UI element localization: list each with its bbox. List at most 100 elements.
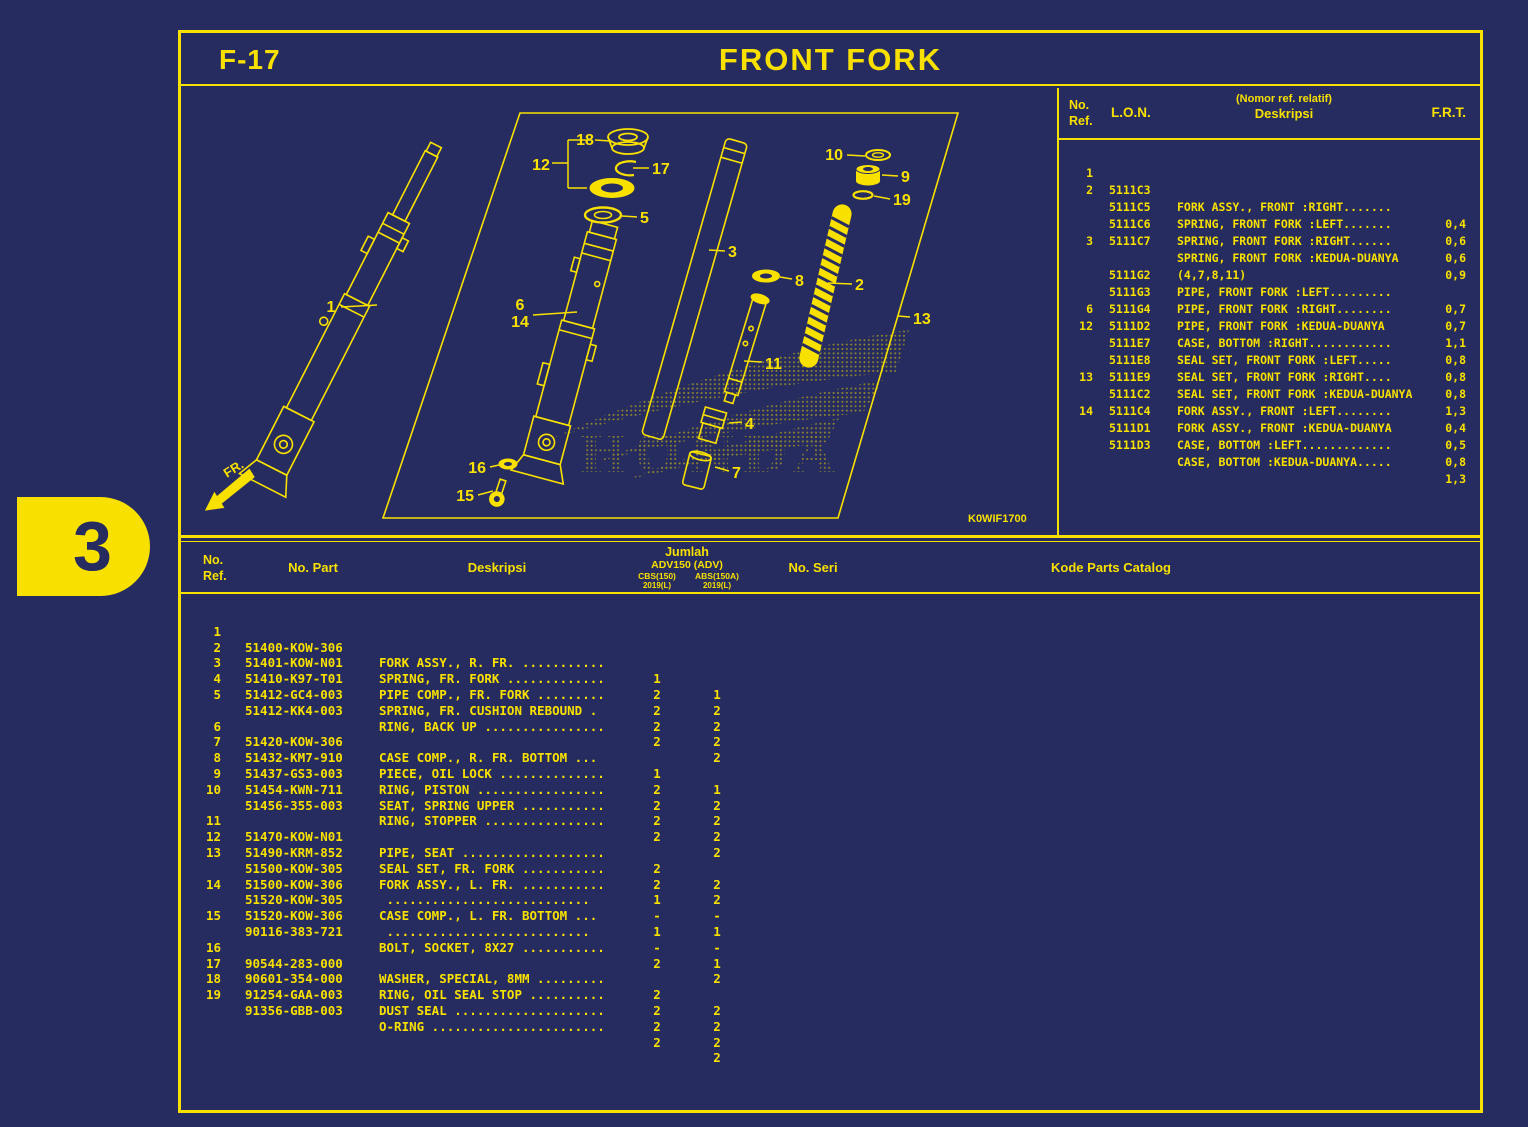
- callout-11: 11: [765, 356, 782, 373]
- table-row: 13 51500-KOW-305 FORK ASSY., L. FR. ....…: [181, 829, 1480, 923]
- ref-cell: 7: [213, 734, 221, 750]
- desc-cell: SPRING, FR. FORK .............: [379, 671, 605, 687]
- frt-cell: 0,4: [1445, 217, 1466, 231]
- ref-cell: 5: [213, 686, 221, 702]
- honda-wing-watermark: HONDA: [553, 330, 909, 485]
- desc-cell: SPRING, FRONT FORK :RIGHT......: [1177, 234, 1392, 248]
- table-row: 3 (4,7,8,11): [1059, 216, 1480, 282]
- table-row: [181, 782, 1480, 798]
- table-row: 15 90116-383-721 BOLT, SOCKET, 8X27 ....…: [181, 892, 1480, 986]
- callout-16: 16: [468, 460, 486, 477]
- part-number-cell: 51500-KOW-305: [245, 860, 343, 876]
- qty-cbs-cell: -: [653, 908, 661, 924]
- lon-cell: 5111C6: [1109, 217, 1151, 231]
- desc-cell: FORK ASSY., R. FR. ...........: [379, 655, 605, 671]
- lon-table-header: No. Ref. L.O.N. (Nomor ref. relatif) Des…: [1059, 88, 1480, 140]
- callout-15: 15: [456, 488, 474, 505]
- qty-abs-cell: 2: [713, 1050, 721, 1066]
- table-row: 10 51456-355-003 RING, STOPPER .........…: [181, 766, 1480, 860]
- desc-cell: DUST SEAL ....................: [379, 1002, 605, 1018]
- part-oil-seal: [589, 178, 635, 198]
- desc-cell: PIPE, FRONT FORK :KEDUA-DUANYA: [1177, 319, 1385, 333]
- frt-cell: 0,8: [1445, 387, 1466, 401]
- ref-cell: 6: [213, 718, 221, 734]
- col-jumlah: Jumlah ADV150 (ADV) CBS(150) ABS(150A) 2…: [638, 545, 739, 590]
- ref-cell: 16: [205, 939, 221, 955]
- part-seat-pipe: [723, 293, 770, 405]
- desc-cell: CASE COMP., L. FR. BOTTOM ...: [379, 908, 598, 924]
- qty-abs-cell: 1: [713, 781, 721, 797]
- page-tab-3[interactable]: 3: [17, 497, 150, 596]
- table-row: 5111C6 SPRING, FRONT FORK :RIGHT...... 0…: [1059, 182, 1480, 265]
- frt-cell: 1,3: [1445, 404, 1466, 418]
- desc-cell: (4,7,8,11): [1177, 268, 1247, 282]
- frt-cell: 0,5: [1445, 438, 1466, 452]
- callout-14: 14: [511, 314, 529, 331]
- table-row: 5111C4 FORK ASSY., FRONT :KEDUA-DUANYA 0…: [1059, 369, 1480, 452]
- table-row: 4 51412-GC4-003 SPRING, FR. CUSHION REBO…: [181, 655, 1480, 749]
- table-row: 8 51437-GS3-003 RING, PISTON ...........…: [181, 734, 1480, 828]
- part-number-cell: 51401-KOW-N01: [245, 655, 343, 671]
- top-section: HONDA: [181, 88, 1480, 535]
- callouts: 1 2 3 4 5 6 7 8 9 10 11 12 13 14 15 16 1…: [327, 132, 931, 505]
- part-washer: [498, 458, 518, 470]
- callout-4: 4: [745, 416, 754, 433]
- qty-abs-cell: 1: [713, 923, 721, 939]
- ref-cell: 17: [205, 955, 221, 971]
- qty-cbs-cell: 2: [653, 686, 661, 702]
- callout-8: 8: [795, 273, 804, 290]
- qty-abs-cell: 2: [713, 892, 721, 908]
- part-number-cell: 51454-KWN-711: [245, 781, 343, 797]
- table-row: 5 51412-KK4-003 RING, BACK UP ..........…: [181, 671, 1480, 765]
- table-row: 17 90601-354-000 RING, OIL SEAL STOP ...…: [181, 940, 1480, 1034]
- table-row: 14 51520-KOW-305 CASE COMP., L. FR. BOTT…: [181, 861, 1480, 955]
- lon-table-rows: 1 5111C3 FORK ASSY., FRONT :RIGHT.......…: [1059, 148, 1480, 486]
- qty-abs-cell: 1: [713, 955, 721, 971]
- vertical-divider: [1057, 88, 1059, 535]
- qty-cbs-cell: 2: [653, 876, 661, 892]
- table-row: 1 51400-KOW-306 FORK ASSY., R. FR. .....…: [181, 608, 1480, 702]
- table-row: 3 51410-K97-T01 PIPE COMP., FR. FORK ...…: [181, 640, 1480, 733]
- qty-cbs-cell: 2: [653, 955, 661, 971]
- part-stop-ring: [614, 160, 637, 177]
- part-number-cell: 51400-KOW-306: [245, 639, 343, 655]
- part-bottom-case: [509, 219, 619, 486]
- qty-abs-cell: 2: [713, 797, 721, 813]
- qty-cbs-cell: 2: [653, 734, 661, 750]
- desc-cell: FORK ASSY., FRONT :KEDUA-DUANYA: [1177, 421, 1392, 435]
- table-row: 6 51420-KOW-306 CASE COMP., R. FR. BOTTO…: [181, 703, 1480, 797]
- desc-cell: PIPE, FRONT FORK :RIGHT........: [1177, 302, 1392, 316]
- qty-cbs-cell: 1: [653, 923, 661, 939]
- table-row: 16 90544-283-000 WASHER, SPECIAL, 8MM ..…: [181, 924, 1480, 1018]
- desc-cell: SEAL SET, FR. FORK ...........: [379, 860, 605, 876]
- qty-abs-cell: 2: [713, 734, 721, 750]
- ref-cell: 13: [1079, 370, 1093, 384]
- table-row: 5111G4 PIPE, FRONT FORK :KEDUA-DUANYA 1,…: [1059, 267, 1480, 350]
- col-frt: F.R.T.: [1431, 105, 1466, 120]
- desc-cell: CASE, BOTTOM :RIGHT............: [1177, 336, 1392, 350]
- part-o-ring: [852, 190, 874, 200]
- part-number-cell: 51490-KRM-852: [245, 844, 343, 860]
- lon-cell: 5111C4: [1109, 404, 1151, 418]
- part-fork-spring: [799, 204, 852, 368]
- part-number-cell: 51456-355-003: [245, 797, 343, 813]
- table-row: 13 5111C2 FORK ASSY., FRONT :LEFT.......…: [1059, 352, 1480, 435]
- table-row: 11 51470-KOW-N01 PIPE, SEAT ............…: [181, 798, 1480, 891]
- table-row: 12 51490-KRM-852 SEAL SET, FR. FORK ....…: [181, 813, 1480, 907]
- lon-cell: 5111C2: [1109, 387, 1151, 401]
- table-row: 5111E8 SEAL SET, FRONT FORK :RIGHT.... 0…: [1059, 318, 1480, 401]
- desc-cell: WASHER, SPECIAL, 8MM .........: [379, 971, 605, 987]
- table-row: 6 5111D2 CASE, BOTTOM :RIGHT............…: [1059, 284, 1480, 367]
- part-number-cell: 51412-KK4-003: [245, 702, 343, 718]
- lon-cell: 5111E9: [1109, 370, 1151, 384]
- callout-1: 1: [327, 299, 336, 316]
- callout-5: 5: [640, 210, 649, 227]
- col-lon: L.O.N.: [1111, 105, 1151, 120]
- parts-table-rows: 1 51400-KOW-306 FORK ASSY., R. FR. .....…: [181, 608, 1480, 1066]
- callout-3: 3: [728, 244, 737, 261]
- frt-cell: 0,4: [1445, 421, 1466, 435]
- callout-13: 13: [913, 311, 931, 328]
- page-header: F-17 FRONT FORK: [181, 33, 1480, 86]
- desc-cell: O-RING .......................: [379, 1018, 605, 1034]
- table-row: 9 51454-KWN-711 SEAT, SPRING UPPER .....…: [181, 750, 1480, 844]
